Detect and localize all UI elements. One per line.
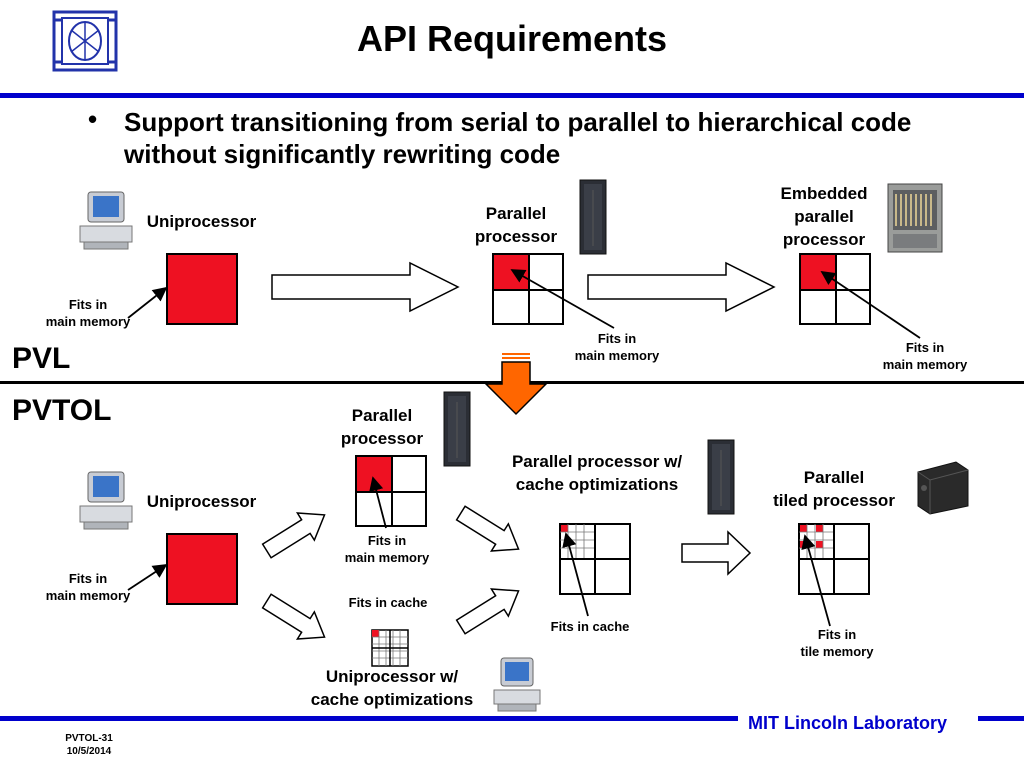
tiled-processor-icon — [917, 461, 969, 515]
leader-line — [369, 476, 387, 529]
uni-cache-grid — [371, 629, 409, 667]
parallel-cache-grid — [559, 523, 631, 595]
server-rack-icon — [707, 439, 735, 515]
desktop-computer-icon — [79, 471, 133, 530]
parallel-cache-label: Parallel processor w/cache optimizations — [511, 452, 683, 494]
pvl-uni-red-block — [166, 253, 238, 325]
leader-line — [801, 534, 831, 627]
block-arrow — [681, 530, 752, 576]
embedded-chassis-icon — [887, 183, 943, 253]
footer-rule-left — [0, 716, 738, 721]
block-arrow — [455, 505, 520, 552]
leader-line — [510, 269, 615, 329]
bullet-marker: • — [88, 104, 98, 134]
block-arrow — [261, 512, 326, 559]
pvtol-parallel-grid — [355, 455, 427, 527]
uni-cache-label: Uniprocessor w/cache optimizations — [310, 667, 474, 709]
block-arrow — [587, 261, 776, 313]
pvtol-uniprocessor-label: Uniprocessor — [146, 492, 257, 511]
uni-cache-note: Fits in cache — [348, 595, 428, 610]
leader-line — [562, 532, 589, 617]
parallel-cache-note: Fits in cache — [550, 619, 630, 634]
block-arrow — [271, 261, 460, 313]
server-rack-icon — [443, 391, 471, 467]
footer-rule-right — [978, 716, 1024, 721]
footer-lab-name: MIT Lincoln Laboratory — [748, 713, 948, 733]
pvtol-section-label: PVTOL — [12, 394, 112, 427]
block-arrow — [455, 588, 520, 635]
block-arrow — [261, 593, 326, 640]
bullet-text: Support transitioning from serial to par… — [124, 107, 912, 169]
pvl-uniprocessor-label: Uniprocessor — [146, 212, 257, 231]
desktop-computer-icon — [79, 191, 133, 250]
pvl-section-label: PVL — [12, 342, 71, 375]
leader-line — [820, 270, 921, 339]
header-rule — [0, 93, 1024, 98]
leader-line — [127, 286, 168, 319]
mit-ll-logo — [52, 10, 118, 72]
pvtol-uni-red-block — [166, 533, 238, 605]
page-title: API Requirements — [356, 18, 668, 59]
leader-line — [127, 564, 168, 591]
server-rack-icon — [579, 179, 607, 255]
desktop-computer-icon — [493, 657, 541, 712]
transition-arrow — [484, 361, 548, 416]
